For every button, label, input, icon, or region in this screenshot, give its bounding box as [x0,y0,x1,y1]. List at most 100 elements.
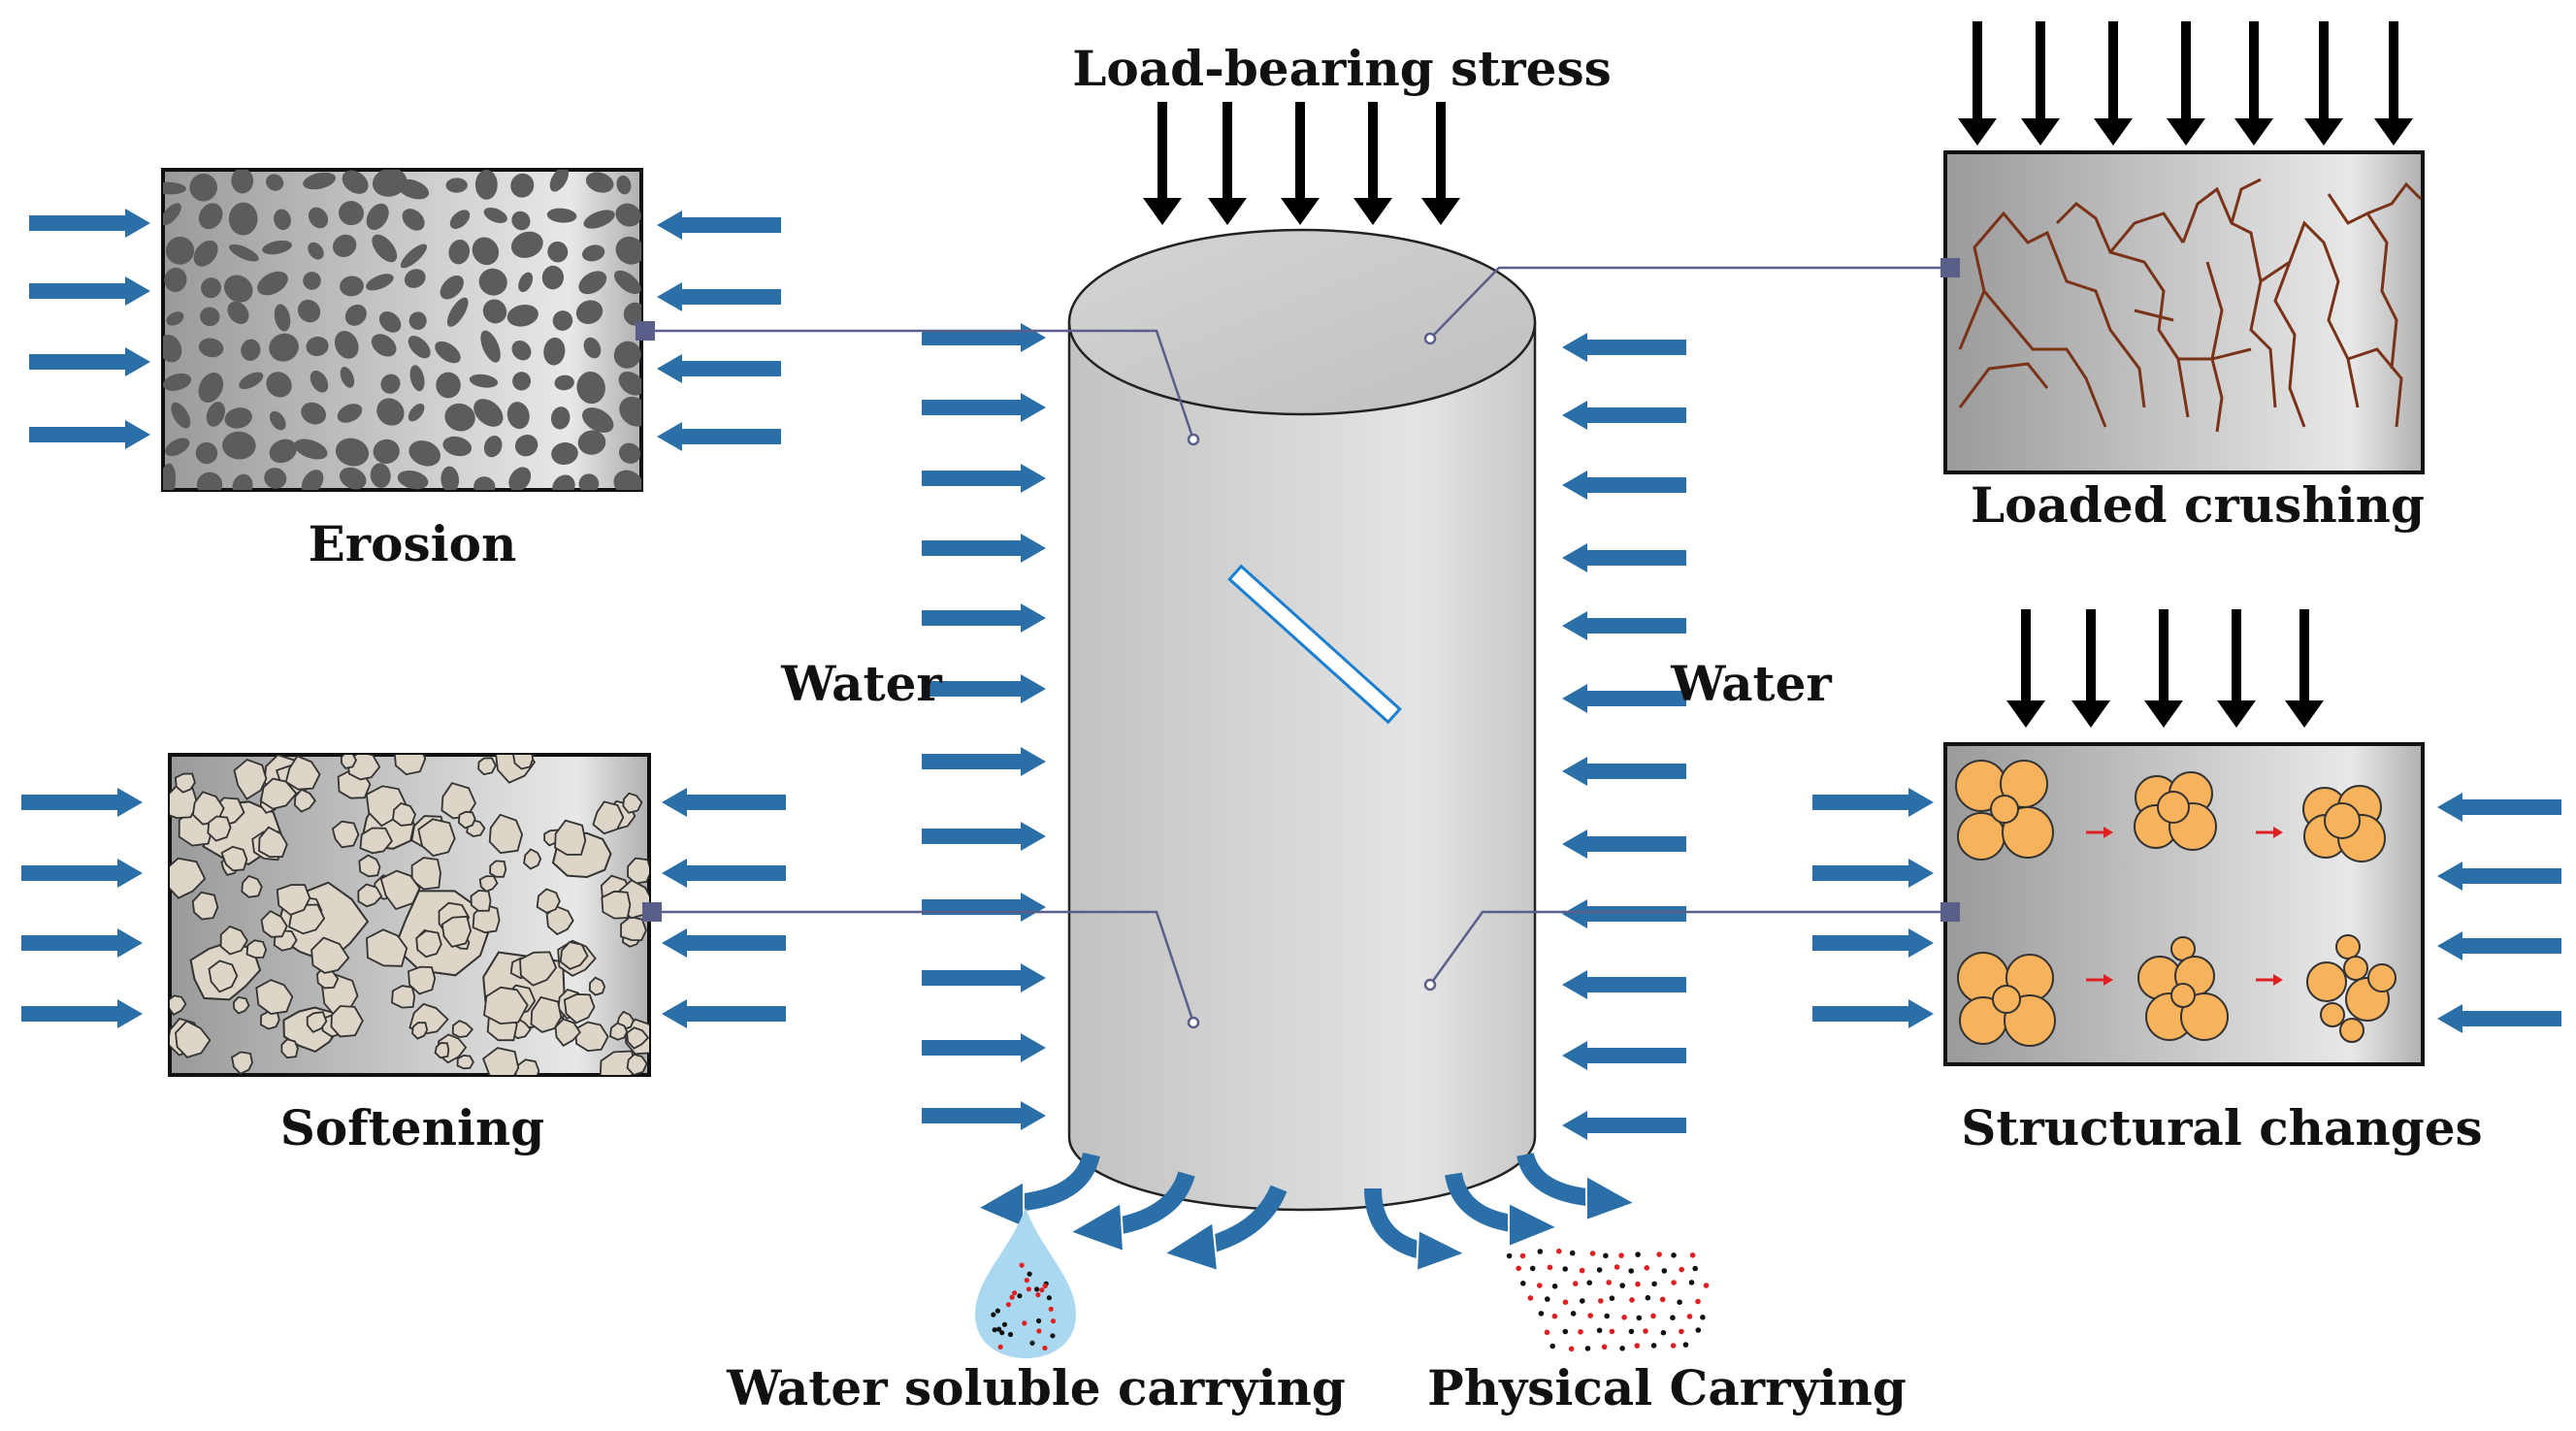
grain [578,271,607,295]
softening-grains [170,755,649,1075]
water-arrow [1562,684,1686,713]
curved-arrow [1364,1187,1428,1260]
grain [480,330,501,363]
grain [552,310,573,331]
grain [576,371,605,405]
grain [222,431,256,460]
grain [519,951,558,987]
grain [477,757,497,776]
grain [449,210,471,229]
water-arrow [922,1101,1046,1130]
grain [193,240,218,267]
grain [373,439,400,464]
grain [512,372,532,391]
grain [508,467,532,490]
curved-arrow-head [1161,1220,1220,1273]
grain [301,402,327,425]
carried-dot [1562,1299,1569,1305]
grain [170,785,199,820]
transition-arrow-head [2273,974,2283,986]
grain [227,301,249,324]
dissolved-dot [1034,1286,1040,1292]
grain [469,374,499,388]
fissure [1227,564,1402,725]
water-arrow [1562,333,1686,362]
carried-dot [1598,1298,1604,1304]
carried-dot [1695,1298,1701,1305]
grain [478,875,499,893]
curved-arrow [1109,1171,1195,1236]
grain [472,237,500,266]
carried-dot [1635,1281,1641,1287]
load-stress-arrows [1143,102,1460,225]
dissolved-dot [997,1344,1003,1350]
grain [616,175,632,195]
stress-arrow [2285,609,2324,728]
carried-dot [1544,1329,1550,1336]
carried-dot [1551,1284,1558,1289]
grain [408,336,431,359]
grain [198,338,224,358]
rock-specimen-cylinder [1067,228,1537,1212]
grain [333,234,357,257]
dissolved-dot [996,1326,1002,1332]
curved-arrow [1013,1152,1100,1212]
water-arrow [922,1033,1046,1062]
dissolved-dot [1046,1295,1052,1301]
water-arrow [1812,928,1934,958]
carried-dot [1580,1298,1585,1304]
stress-arrow [2094,21,2133,146]
grain [344,304,367,326]
curved-arrow-head [975,1180,1025,1229]
water-arrow [1562,471,1686,500]
grain [201,277,221,299]
water-arrow [29,420,150,449]
grain [392,801,416,827]
grain [200,307,220,327]
grain [171,402,191,429]
particle [2320,1002,2345,1027]
grain [163,373,192,391]
carried-dot [1614,1264,1620,1270]
grain [436,372,461,399]
grain [257,271,288,296]
carried-dot [1579,1267,1585,1274]
grain [372,170,408,197]
grain [206,402,225,427]
grain [391,985,416,1009]
grain [545,905,574,936]
dissolved-dot [1022,1320,1027,1326]
grain [402,209,425,231]
carried-dot [1671,1280,1677,1285]
grain [518,272,534,293]
erosion-grains [163,170,641,490]
softening-panel [168,753,651,1077]
grain [457,810,476,829]
grain [233,758,268,800]
dissolved-dot [1001,1321,1008,1327]
grain [230,1051,253,1075]
grain [245,939,268,959]
water-arrow [1562,899,1686,928]
carried-dot [1628,1328,1635,1335]
carried-dot [1682,1342,1689,1348]
carried-dot [1634,1343,1641,1349]
grain [410,857,441,891]
grain [511,211,531,231]
stress-arrow [1281,102,1320,225]
water-arrow [1562,1111,1686,1140]
grain [338,201,365,226]
grain [241,339,261,361]
carried-dot [1609,1328,1615,1335]
carried-dot [1537,1249,1544,1254]
grain [552,474,575,490]
water-arrow [1812,999,1934,1028]
carried-dot [1584,1346,1591,1351]
carried-dot [1551,1313,1558,1319]
dissolved-dot [1039,1287,1045,1293]
carried-dot [1547,1264,1553,1271]
grain [554,1018,581,1047]
grain [207,815,232,842]
grain [269,439,297,464]
water-arrow [922,393,1046,422]
